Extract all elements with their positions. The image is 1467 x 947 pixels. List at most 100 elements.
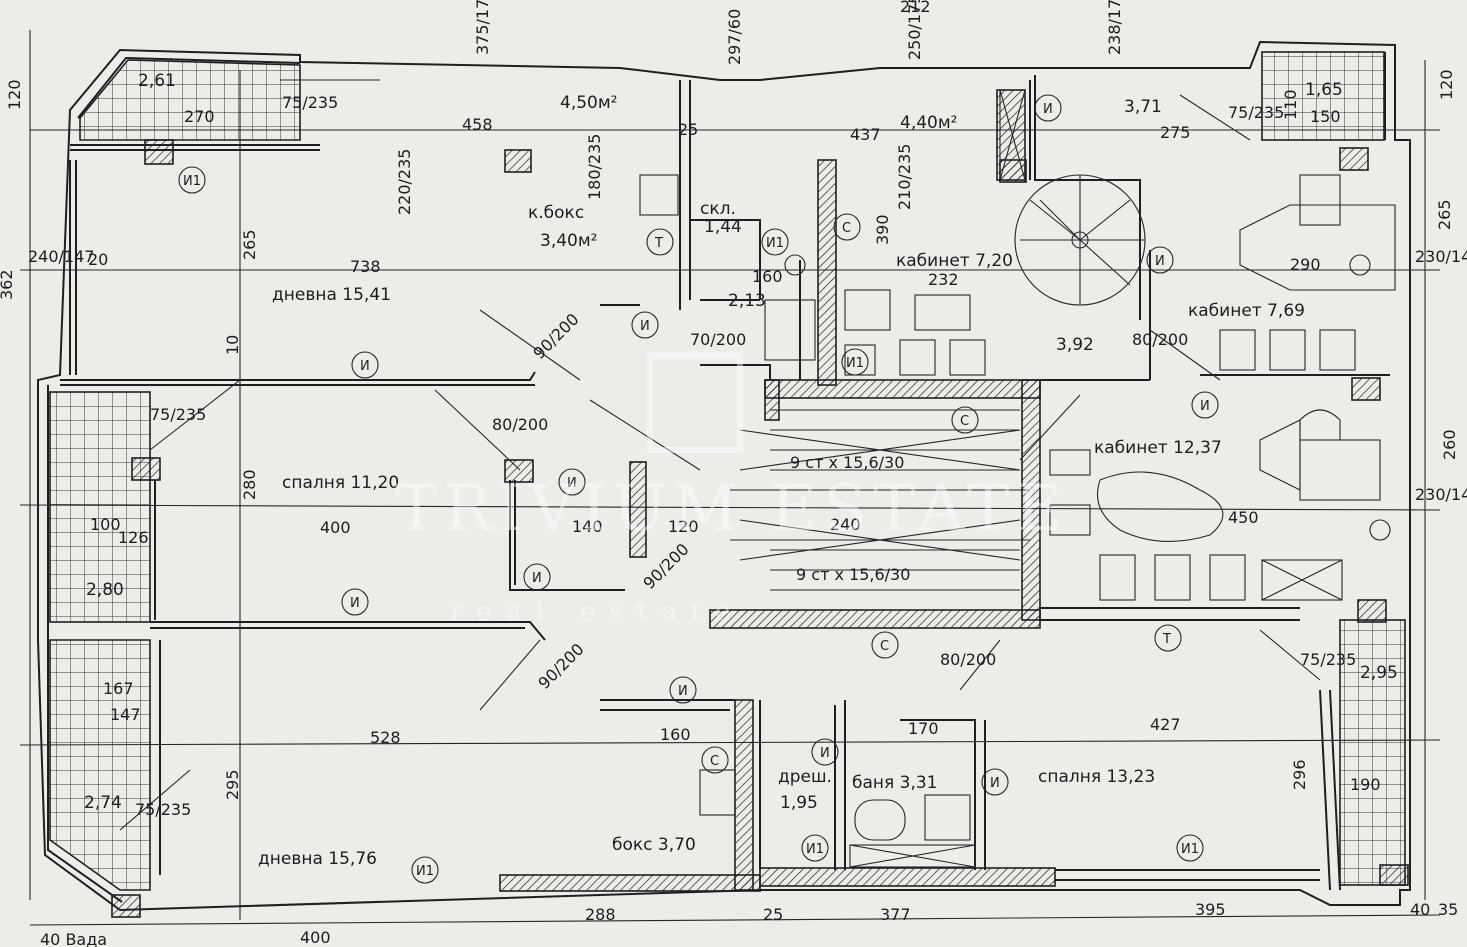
dim-437: 437 bbox=[850, 125, 881, 144]
dim-232: 232 bbox=[928, 270, 959, 289]
loggia-left-2 bbox=[49, 639, 151, 891]
label-small-area: 3,71 bbox=[1124, 97, 1162, 117]
dim-528: 528 bbox=[370, 728, 401, 747]
watermark-sub: real estate bbox=[450, 597, 744, 627]
label-office-large: кабинет 12,37 bbox=[1094, 438, 1222, 458]
toilet-wc bbox=[784, 254, 806, 276]
marker-i1: И1 bbox=[183, 174, 201, 189]
label-stairs-lower: 9 ст x 15,6/30 bbox=[796, 565, 910, 584]
label-office-right: кабинет 7,69 bbox=[1188, 301, 1305, 321]
chair-6 bbox=[1099, 554, 1136, 601]
dim-door-90-200: 90/200 bbox=[639, 540, 692, 593]
label-kitchen-box-area: 3,40м² bbox=[540, 231, 598, 251]
marker-i: И bbox=[350, 596, 360, 611]
label-wardrobe-area: 1,95 bbox=[780, 793, 818, 813]
dim-362: 362 bbox=[0, 269, 16, 300]
cabinet-1 bbox=[844, 289, 891, 331]
dim-450: 450 bbox=[1228, 508, 1259, 527]
label-kitchen-box: к.бокс bbox=[528, 203, 584, 223]
dim-240: 240 bbox=[830, 515, 861, 534]
chair-1 bbox=[899, 339, 936, 376]
stool bbox=[1369, 519, 1391, 541]
dim-window-220-235: 220/235 bbox=[395, 149, 414, 215]
chair-7 bbox=[1154, 554, 1191, 601]
shelf-1 bbox=[1049, 449, 1091, 476]
dim-top-297-60: 297/60 bbox=[725, 9, 744, 65]
chair-4 bbox=[1269, 329, 1306, 371]
dim-110: 110 bbox=[1281, 89, 1300, 120]
cabinet-x bbox=[1261, 559, 1343, 601]
dim-295: 295 bbox=[223, 769, 242, 800]
marker-i: И bbox=[360, 359, 370, 374]
label-loggia-l2: 2,74 bbox=[84, 793, 122, 813]
shelf-2 bbox=[1049, 504, 1091, 536]
closet bbox=[999, 89, 1026, 181]
dim-120: 120 bbox=[668, 517, 699, 536]
marker-s: С bbox=[842, 221, 851, 236]
label-shaft-area: 2,13 bbox=[728, 291, 766, 311]
marker-t: Т bbox=[654, 236, 663, 251]
label-loggia-tr: 1,65 bbox=[1305, 80, 1343, 100]
dim-20: 20 bbox=[88, 250, 108, 269]
label-bedroom-right: спалня 13,23 bbox=[1038, 767, 1155, 787]
marker-i1: И1 bbox=[846, 356, 864, 371]
dim-395: 395 bbox=[1195, 900, 1226, 919]
dim-door-90-200-c: 90/200 bbox=[534, 640, 587, 693]
dim-40: 40 bbox=[1410, 900, 1430, 919]
dim-140: 140 bbox=[572, 517, 603, 536]
watermark-logo bbox=[647, 352, 743, 453]
chair-8 bbox=[1209, 554, 1246, 601]
dim-738: 738 bbox=[350, 257, 381, 276]
boiler bbox=[764, 299, 816, 361]
marker-s: С bbox=[960, 414, 969, 429]
dim-top-238-175: 238/175 bbox=[1105, 0, 1124, 55]
dim-400b: 400 bbox=[300, 928, 331, 947]
marker-s: С bbox=[880, 639, 889, 654]
marker-i: И bbox=[567, 476, 577, 491]
dim-door-75-235-c: 75/235 bbox=[135, 800, 191, 819]
dim-window-240-147: 240/147 bbox=[28, 247, 94, 266]
toilet bbox=[854, 799, 906, 841]
dim-top-375-175: 375/175 bbox=[473, 0, 492, 55]
label-loggia-l1: 2,80 bbox=[86, 580, 124, 600]
dim-window-210-235: 210/235 bbox=[895, 144, 914, 210]
label-living-bottom: дневна 15,76 bbox=[258, 849, 377, 869]
dim-120v2: 120 bbox=[1437, 69, 1456, 100]
dim-390: 390 bbox=[873, 214, 892, 245]
watermark-main: TRIVIUM ESTATE bbox=[395, 472, 1068, 546]
dim-270: 270 bbox=[184, 107, 215, 126]
spiral-stair bbox=[1014, 174, 1146, 306]
desk-large bbox=[1299, 439, 1381, 501]
marker-i1: И1 bbox=[806, 842, 824, 857]
dim-10: 10 bbox=[223, 335, 242, 355]
dim-377: 377 bbox=[880, 905, 911, 924]
dim-160b: 160 bbox=[752, 267, 783, 286]
label-bath: баня 3,31 bbox=[852, 773, 938, 793]
marker-i: И bbox=[678, 684, 688, 699]
dim-400: 400 bbox=[320, 518, 351, 537]
loggia-top-right bbox=[1261, 51, 1385, 141]
chair-5 bbox=[1319, 329, 1356, 371]
dim-door-75-235-b: 75/235 bbox=[150, 405, 206, 424]
dim-window-230-147b: 230/147 bbox=[1415, 485, 1467, 504]
dim-window-230-147: 230/147 bbox=[1415, 247, 1467, 266]
dim-427: 427 bbox=[1150, 715, 1181, 734]
label-hall-area: 3,92 bbox=[1056, 335, 1094, 355]
dim-door-75-235: 75/235 bbox=[282, 93, 338, 112]
dim-290: 290 bbox=[1290, 255, 1321, 274]
dim-25b: 25 bbox=[678, 120, 698, 139]
outer-walls bbox=[37, 40, 1411, 912]
dim-260: 260 bbox=[1440, 429, 1459, 460]
label-bedroom-left: спалня 11,20 bbox=[282, 473, 399, 493]
desk-office-top bbox=[914, 294, 971, 331]
dim-top-250-175: 250/175 bbox=[905, 0, 924, 60]
dim-120v: 120 bbox=[5, 79, 24, 110]
dim-288: 288 bbox=[585, 905, 616, 924]
dim-door-75-235-d: 75/235 bbox=[1228, 103, 1284, 122]
label-storage: скл. bbox=[700, 199, 736, 219]
dim-door-90-200-b: 90/200 bbox=[529, 310, 582, 363]
dim-150: 150 bbox=[1310, 107, 1341, 126]
meeting-table bbox=[1096, 471, 1224, 542]
marker-i1: И1 bbox=[766, 236, 784, 251]
